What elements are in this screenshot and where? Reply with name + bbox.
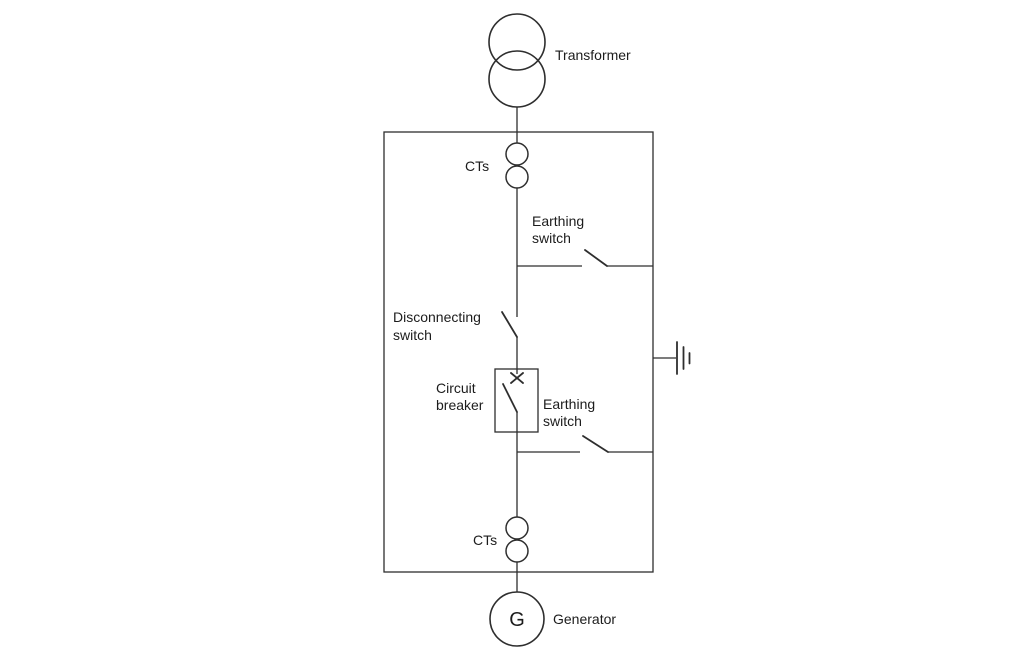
generator-symbol-icon: G bbox=[489, 591, 545, 647]
earthing-switch-lower-label-line2: switch bbox=[543, 413, 582, 429]
disconnecting-switch-label-line2: switch bbox=[393, 327, 432, 343]
circuit-breaker-label-line2: breaker bbox=[436, 397, 484, 413]
generator-letter: G bbox=[509, 609, 525, 631]
transformer-symbol-icon bbox=[488, 13, 546, 108]
earthing-switch-upper-symbol-icon bbox=[517, 249, 653, 267]
transformer-label: Transformer bbox=[555, 47, 631, 63]
earthing-switch-lower-symbol-icon bbox=[517, 435, 653, 453]
generator-label: Generator bbox=[553, 611, 616, 627]
earthing-switch-lower-label-line1: Earthing bbox=[543, 396, 595, 412]
circuit-breaker-label-line1: Circuit bbox=[436, 380, 476, 396]
ct-lower-symbol-icon bbox=[505, 516, 529, 563]
ct-upper-label: CTs bbox=[465, 158, 489, 174]
ct-upper-symbol-icon bbox=[505, 142, 529, 189]
enclosure-box bbox=[383, 131, 654, 573]
disconnecting-switch-label-line1: Disconnecting bbox=[393, 309, 481, 325]
disconnecting-switch-symbol-icon bbox=[501, 311, 518, 369]
ct-lower-label: CTs bbox=[473, 532, 497, 548]
earthing-switch-upper-label-line2: switch bbox=[532, 230, 571, 246]
earth-symbol-icon bbox=[653, 341, 691, 375]
earthing-switch-upper-label-line1: Earthing bbox=[532, 213, 584, 229]
